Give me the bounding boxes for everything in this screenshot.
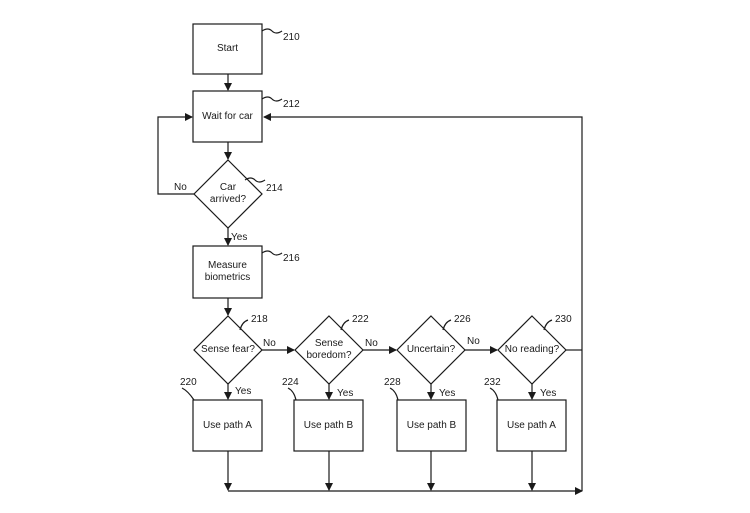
sense-fear-label: Sense fear? bbox=[201, 344, 255, 355]
ref-leader-218 bbox=[239, 319, 249, 331]
ref-228: 228 bbox=[384, 377, 401, 388]
ref-220: 220 bbox=[180, 377, 197, 388]
edge-label-uncertain-yes: Yes bbox=[439, 388, 456, 399]
ref-216: 216 bbox=[283, 253, 300, 264]
edge-label-boredom-yes: Yes bbox=[337, 388, 354, 399]
arrow-no-loop bbox=[157, 113, 194, 195]
edge-label-car-no: No bbox=[174, 182, 187, 193]
edge-label-car-yes: Yes bbox=[231, 232, 248, 243]
wait-label: Wait for car bbox=[202, 110, 253, 122]
ref-218: 218 bbox=[251, 314, 268, 325]
ref-224: 224 bbox=[282, 377, 299, 388]
ref-214: 214 bbox=[266, 183, 283, 194]
ref-230: 230 bbox=[555, 314, 572, 325]
ref-210: 210 bbox=[283, 32, 300, 43]
ref-leader-222 bbox=[340, 319, 350, 331]
measure-label: Measure biometrics bbox=[204, 260, 251, 283]
path-a-label-1: Use path A bbox=[203, 419, 252, 431]
path-a-label-2: Use path A bbox=[507, 419, 556, 431]
uncertain-label: Uncertain? bbox=[406, 344, 456, 355]
ref-leader-226 bbox=[442, 319, 452, 331]
edge-label-fear-no: No bbox=[263, 338, 276, 349]
no-reading-label: No reading? bbox=[504, 344, 560, 355]
edge-label-no-reading-yes: Yes bbox=[540, 388, 557, 399]
edge-label-boredom-no: No bbox=[365, 338, 378, 349]
ref-leader-210 bbox=[261, 28, 283, 34]
edge-label-fear-yes: Yes bbox=[235, 386, 252, 397]
path-b-label-1: Use path B bbox=[303, 419, 354, 431]
ref-226: 226 bbox=[454, 314, 471, 325]
sense-boredom-label: Sense boredom? bbox=[306, 338, 352, 361]
ref-leader-214 bbox=[244, 177, 266, 183]
edge-label-uncertain-no: No bbox=[467, 336, 480, 347]
car-arrived-label: Car arrived? bbox=[209, 182, 247, 205]
ref-212: 212 bbox=[283, 99, 300, 110]
ref-222: 222 bbox=[352, 314, 369, 325]
ref-232: 232 bbox=[484, 377, 501, 388]
ref-leader-228 bbox=[389, 387, 399, 401]
start-label: Start bbox=[216, 43, 239, 54]
ref-leader-220 bbox=[181, 387, 195, 401]
path-b-label-2: Use path B bbox=[406, 419, 457, 431]
ref-leader-230 bbox=[543, 319, 553, 331]
ref-leader-212 bbox=[261, 96, 283, 102]
return-loop-line bbox=[263, 113, 583, 491]
ref-leader-232 bbox=[489, 387, 499, 401]
ref-leader-224 bbox=[287, 387, 297, 401]
ref-leader-216 bbox=[261, 250, 283, 256]
